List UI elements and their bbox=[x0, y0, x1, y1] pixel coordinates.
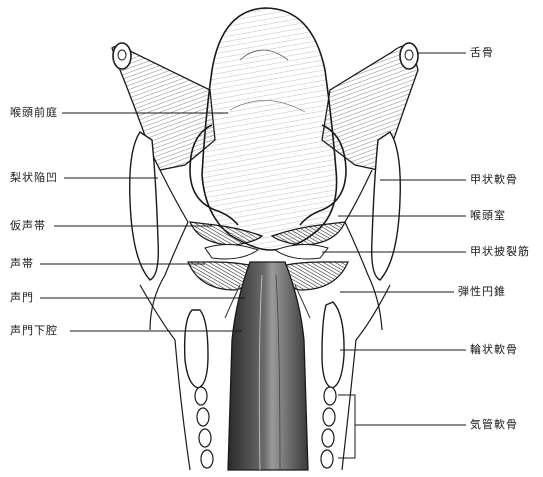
ventricle-left bbox=[205, 244, 258, 259]
label-laryngeal-ventricle: 喉頭室 bbox=[470, 210, 506, 222]
label-glottis: 声門 bbox=[10, 292, 34, 304]
label-thyroarytenoid: 甲状披裂筋 bbox=[470, 246, 530, 258]
label-subglottis: 声門下腔 bbox=[10, 325, 58, 337]
tracheal-rings-right bbox=[321, 387, 336, 468]
label-tracheal-cartilage: 気管軟骨 bbox=[470, 419, 518, 431]
cricoid-cartilage-left bbox=[185, 310, 208, 388]
label-vestibule: 喉頭前庭 bbox=[10, 107, 58, 119]
cricoid-cartilage-right bbox=[322, 302, 344, 388]
label-hyoid: 舌骨 bbox=[470, 47, 494, 59]
label-conus-elasticus: 弾性円錐 bbox=[458, 286, 506, 298]
tracheal-rings-left bbox=[195, 387, 213, 468]
label-cricoid-cartilage: 輪状軟骨 bbox=[470, 344, 518, 356]
hyoid-bone-right bbox=[400, 43, 418, 69]
label-thyroid-cartilage: 甲状軟骨 bbox=[470, 174, 518, 186]
label-false-vocal-cords: 仮声帯 bbox=[10, 220, 46, 232]
label-vocal-cords: 声帯 bbox=[10, 258, 34, 270]
hyoid-bone-left bbox=[113, 43, 131, 69]
subglottic-tube bbox=[228, 262, 308, 470]
label-piriform-recess: 梨状陥凹 bbox=[10, 172, 58, 184]
